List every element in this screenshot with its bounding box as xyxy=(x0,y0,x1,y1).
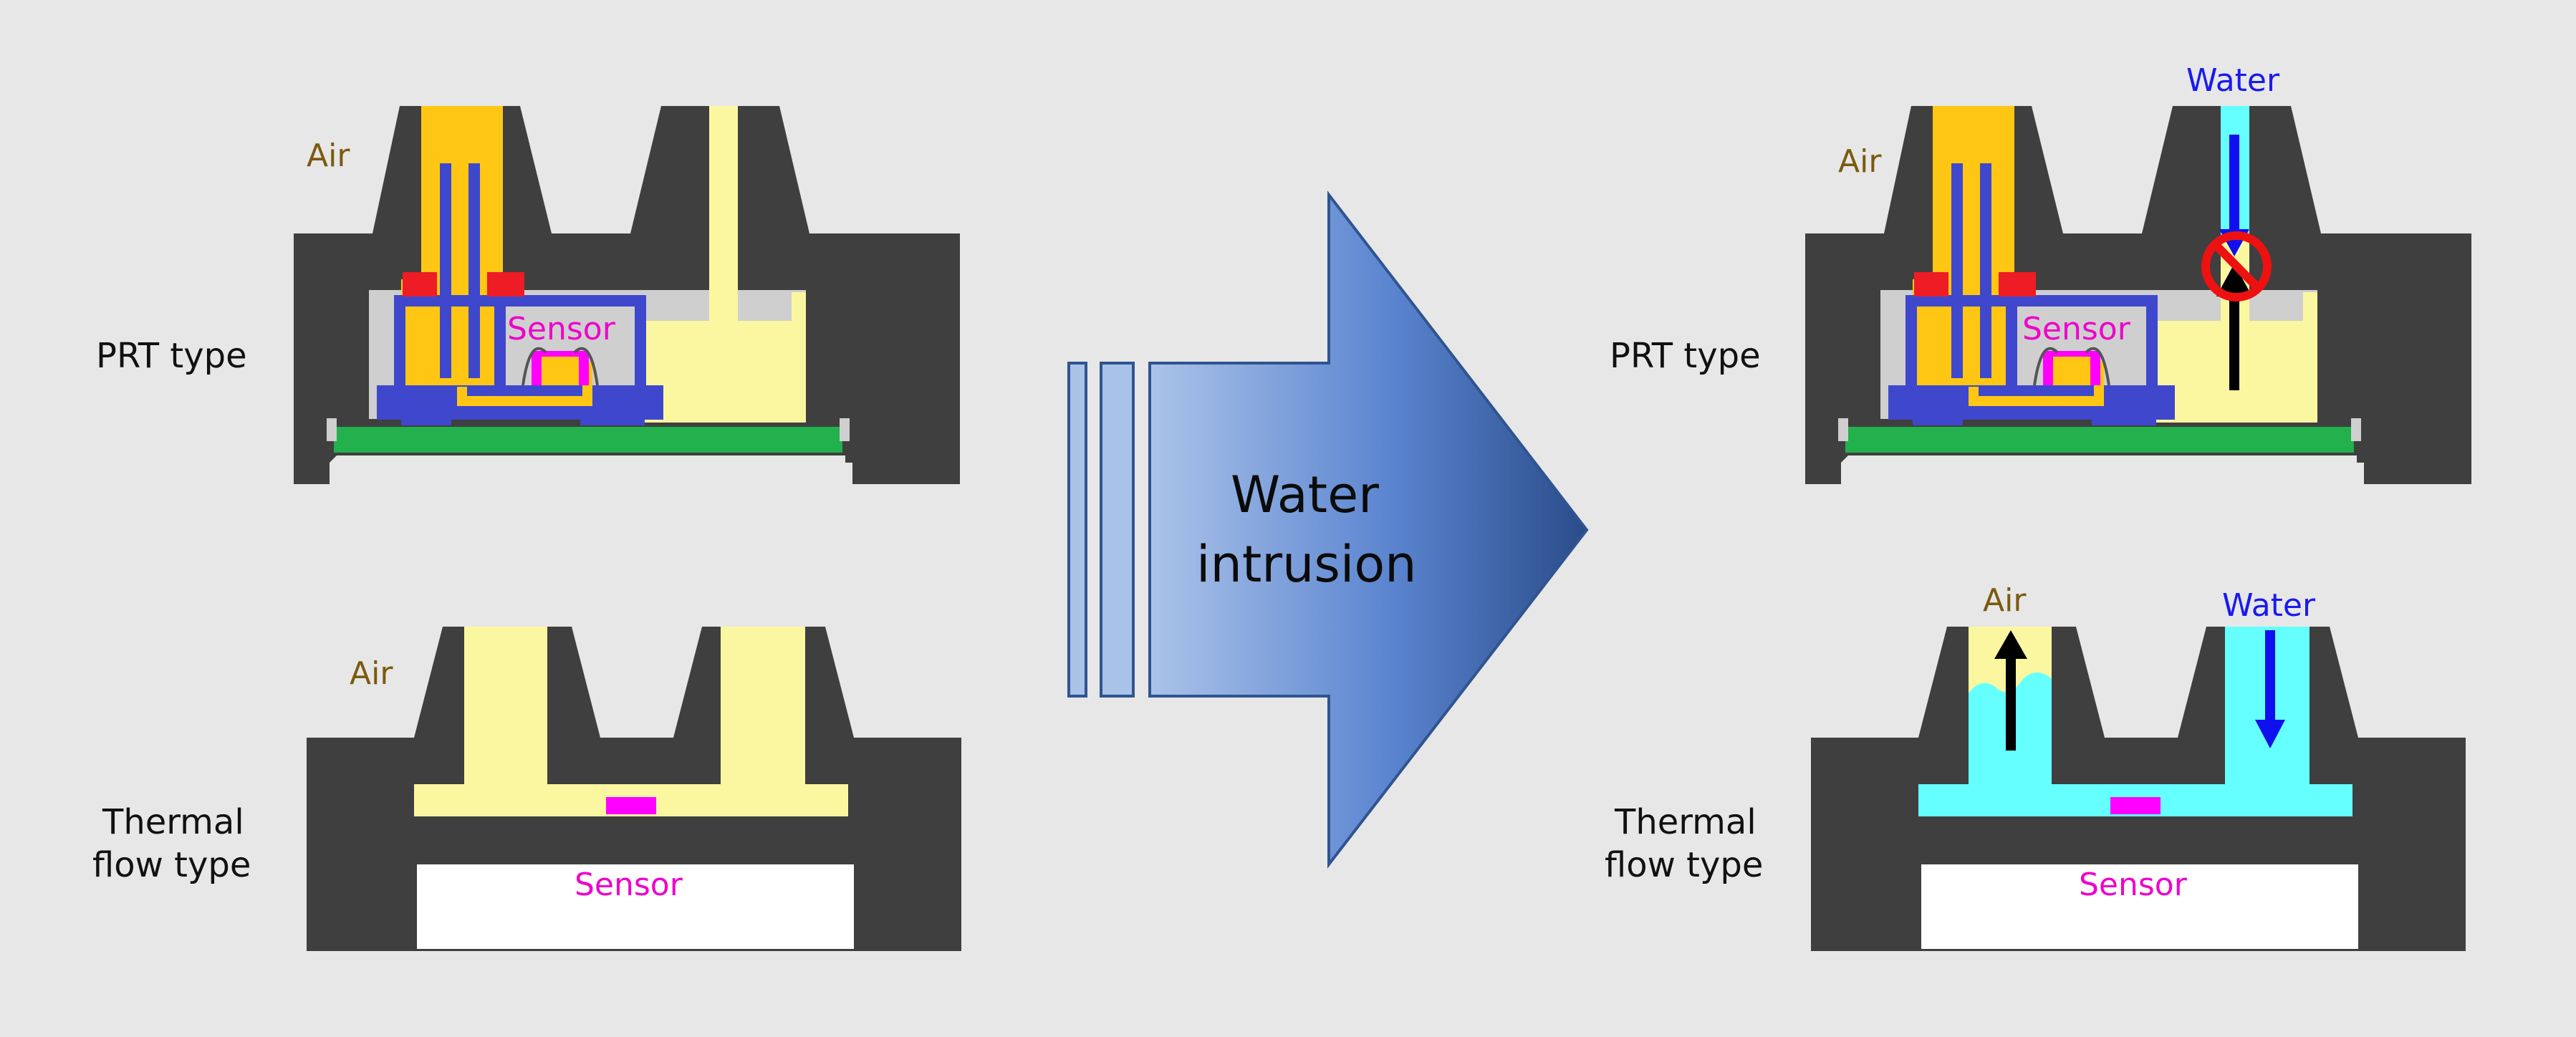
prt-air-air-label: Air xyxy=(307,138,350,174)
right-prt-type-label: PRT type xyxy=(1610,336,1761,376)
thermal-air-sensor-label: Sensor xyxy=(575,867,683,903)
thermal-air-air-region xyxy=(414,627,848,816)
left-thermal-label-line2: flow type xyxy=(92,845,251,885)
prt-air-seal-left xyxy=(403,272,437,296)
prt-water-air-label: Air xyxy=(1838,143,1882,180)
thermal-water-diagram xyxy=(1811,627,2466,951)
prt-water-sensor-label: Sensor xyxy=(2022,311,2131,347)
thermal-water-arrow-down xyxy=(2255,630,2285,748)
arrow-bar-2 xyxy=(1100,362,1135,698)
thermal-air-arrow-up xyxy=(1994,630,2027,751)
prt-air-arrow-up xyxy=(2216,264,2252,390)
arrow-text-line1: Water xyxy=(1231,466,1379,524)
arrow-body xyxy=(1148,190,1589,869)
prt-air-blue-leads xyxy=(377,163,663,425)
right-thermal-label-line2: flow type xyxy=(1605,845,1763,885)
prt-air-pcb xyxy=(334,427,842,453)
thermal-water-air-label: Air xyxy=(1983,582,2027,619)
prt-air-seal-right xyxy=(487,272,524,296)
left-thermal-label-line1: Thermal xyxy=(102,802,244,842)
thermal-air-diagram: Sensor Air xyxy=(307,627,961,951)
no-entry-icon xyxy=(2201,231,2272,302)
thermal-air-sensor-element xyxy=(606,797,656,814)
prt-air-sensor-label: Sensor xyxy=(507,311,616,347)
thermal-air-air-label: Air xyxy=(350,655,393,692)
water-intrusion-arrow: Water intrusion xyxy=(1067,190,1589,869)
prt-air-diagram: Sensor Air xyxy=(294,106,960,484)
thermal-water-water-label: Water xyxy=(2222,587,2316,624)
prt-air-sensor-chip xyxy=(522,347,599,386)
arrow-bar-1 xyxy=(1067,362,1087,698)
prt-water-water-label: Water xyxy=(2186,62,2280,99)
arrow-text-line2: intrusion xyxy=(1196,535,1417,594)
thermal-water-sensor-label: Sensor xyxy=(2079,867,2188,903)
prt-air-region xyxy=(645,106,806,423)
prt-water-diagram xyxy=(1805,106,2471,484)
left-prt-type-label: PRT type xyxy=(96,336,247,376)
right-thermal-label-line1: Thermal xyxy=(1614,802,1756,842)
thermal-air-sensor-box xyxy=(417,864,854,949)
